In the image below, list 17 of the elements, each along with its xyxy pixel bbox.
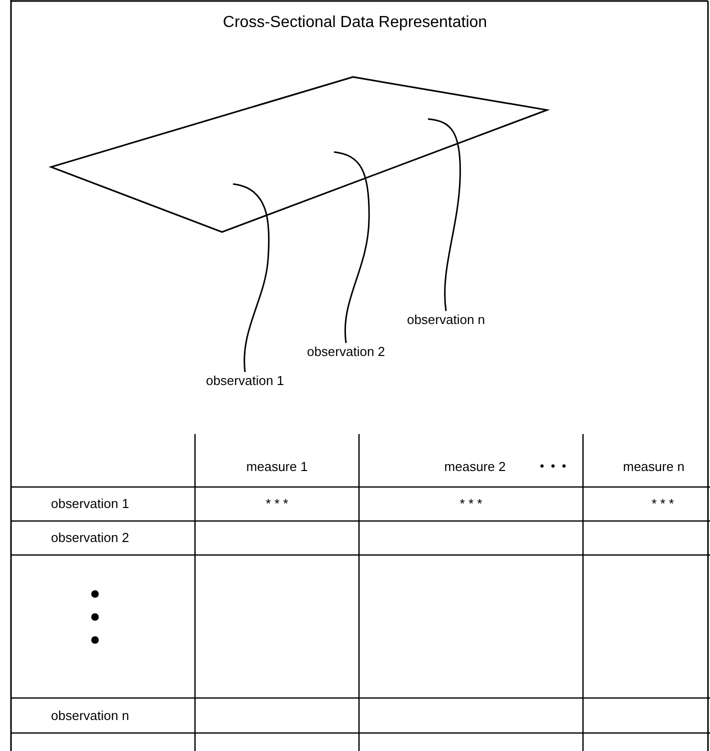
column-header: measure 2 — [444, 459, 506, 474]
plane-parallelogram — [51, 77, 547, 232]
leader-line — [334, 151, 370, 344]
observation-label: observation 2 — [296, 343, 396, 361]
observation-label: observation n — [396, 311, 496, 329]
column-header: measure n — [623, 459, 684, 474]
leader-line — [232, 183, 270, 372]
observation-label: observation 1 — [195, 372, 295, 390]
column-header: measure 1 — [246, 459, 308, 474]
diagram-title: Cross-Sectional Data Representation — [222, 13, 488, 33]
cell-value: * * * — [460, 496, 482, 511]
cell-value: * * * — [266, 496, 288, 511]
cell-value: * * * — [652, 496, 674, 511]
row-header: observation n — [51, 708, 130, 723]
row-header: observation 2 — [51, 530, 130, 545]
row-header: observation 1 — [51, 496, 130, 511]
leader-line — [428, 118, 461, 312]
